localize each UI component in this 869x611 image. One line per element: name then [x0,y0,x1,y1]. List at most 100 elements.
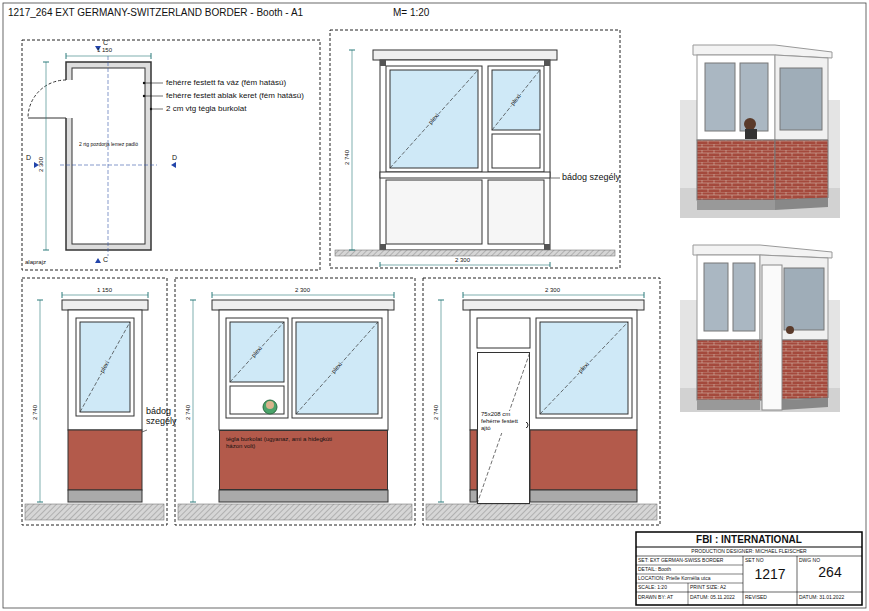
title-block-cell: DATUM: 05.11.2022 [690,595,735,601]
dimension: 2 740 [344,150,351,165]
front-elevation [330,30,620,268]
booth-render-part [784,268,824,330]
side-elevation-part [62,292,63,298]
node-text: 75x208 cm fehérre festett ajtó [481,411,526,433]
booth-render-part [744,118,756,130]
material-note: bádog szegély [562,172,620,182]
floor-plan-part [144,83,163,84]
front-elevation-part [335,250,615,256]
floor-plan-part [72,68,145,244]
rear-elevation-part [263,400,277,414]
title-block-cell: 1217 [754,566,785,582]
booth-render-part [786,326,794,334]
door-elevation-part [470,430,477,490]
title-block-cell: SET NO [745,558,764,564]
rear-elevation-part [212,292,213,298]
rear-elevation-part [296,322,378,414]
title-block-cell: PRODUCTION DESIGNER: MICHAEL FLEISCHER [691,549,806,555]
door-elevation-part [644,292,645,298]
side-elevation-part [68,430,142,490]
title-block-cell: DATUM: 31.01.2022 [799,595,844,601]
material-note: fehérre festett ablak keret (fém hatású) [166,91,304,100]
booth-render [680,45,840,218]
title-block-cell: DWG NO [799,558,820,564]
booth-render-part [762,265,782,410]
title-block-part [797,556,798,605]
front-elevation-part [386,66,482,172]
front-elevation-part [492,70,540,130]
floor-plan-part [108,56,109,256]
sheet-title: 1217_264 EXT GERMANY-SWITZERLAND BORDER … [8,7,303,19]
title-block-cell: DETAIL: Booth [638,567,671,573]
dimension: 1 150 [97,287,112,294]
dimension: 2 740 [433,405,440,420]
front-elevation-part [550,262,551,267]
booth-render [680,245,840,412]
front-elevation-part [488,180,544,244]
booth-render-part [697,255,760,340]
side-elevation-part [37,300,43,301]
rear-elevation [175,278,415,525]
floor-plan-part [151,53,152,59]
front-elevation-part [352,50,353,250]
rear-elevation-part [266,401,274,409]
floor-plan-part [64,80,74,118]
door-elevation-part [530,430,637,490]
side-elevation-part [142,430,147,432]
side-elevation-part [148,292,149,298]
booth-render-part [697,400,760,410]
rear-elevation-part [230,322,284,382]
material-note: fehérre festett fa váz (fém hatású) [166,78,286,87]
section-mark: C [103,256,108,264]
floor-plan-part [28,80,66,118]
front-elevation-part [349,50,355,51]
title-block-cell: LOCATION: Prielle Kornélia utca [638,576,710,582]
dimension: 1 150 [97,47,112,54]
door-elevation-part [426,504,657,520]
front-elevation-part [380,262,381,267]
title-block [636,532,862,605]
booth-render-part [775,55,828,140]
title-block-cell: PRINT SIZE: A2 [690,585,726,591]
title-block-part [636,574,743,575]
floor-plan-part [144,96,163,97]
rear-elevation-part [212,295,394,296]
front-elevation-part [380,265,550,266]
door-elevation-part [441,300,442,502]
floor-plan-part [66,53,67,59]
side-elevation-part [68,490,142,502]
floor-plan-part [150,108,152,110]
front-elevation-part [544,60,550,66]
door-elevation-part [438,502,444,503]
rear-elevation-part [190,300,196,301]
side-elevation-part [62,295,148,296]
brick-cladding: tégla burkolat (ugyanaz, ami a hidegkúti… [219,430,388,490]
front-elevation-part [551,178,560,179]
title-block-part [743,556,744,605]
title-block-part [636,592,862,593]
booth-render-part [705,63,735,131]
rear-elevation-part [219,310,388,430]
floor-plan-part [60,165,157,166]
floor-area: 2 rtg pozdorja lemez padló [74,71,143,241]
front-elevation-part [373,50,557,60]
door-elevation-part [438,300,444,301]
rear-elevation-part [230,386,284,414]
floor-plan-part [151,109,163,110]
node-text: 2 rtg pozdorja lemez padló [77,141,140,147]
door-elevation-part [540,322,628,414]
scale-note: M= 1:20 [393,7,429,19]
booth-render-part [697,140,775,200]
section-mark: D [26,154,31,162]
side-elevation-part [80,322,130,412]
rear-elevation-part [219,490,388,502]
side-elevation-part [37,502,43,503]
rear-elevation-part [292,318,382,418]
door-elevation-part [463,292,464,298]
rear-elevation-part [178,504,412,520]
title-block-part [636,546,862,547]
title-block-part [636,532,862,605]
title-block-part [636,583,743,584]
door-panel: 75x208 cm fehérre festett ajtó [477,352,530,504]
title-block-cell: FBI : INTERNATIONAL [696,534,802,546]
